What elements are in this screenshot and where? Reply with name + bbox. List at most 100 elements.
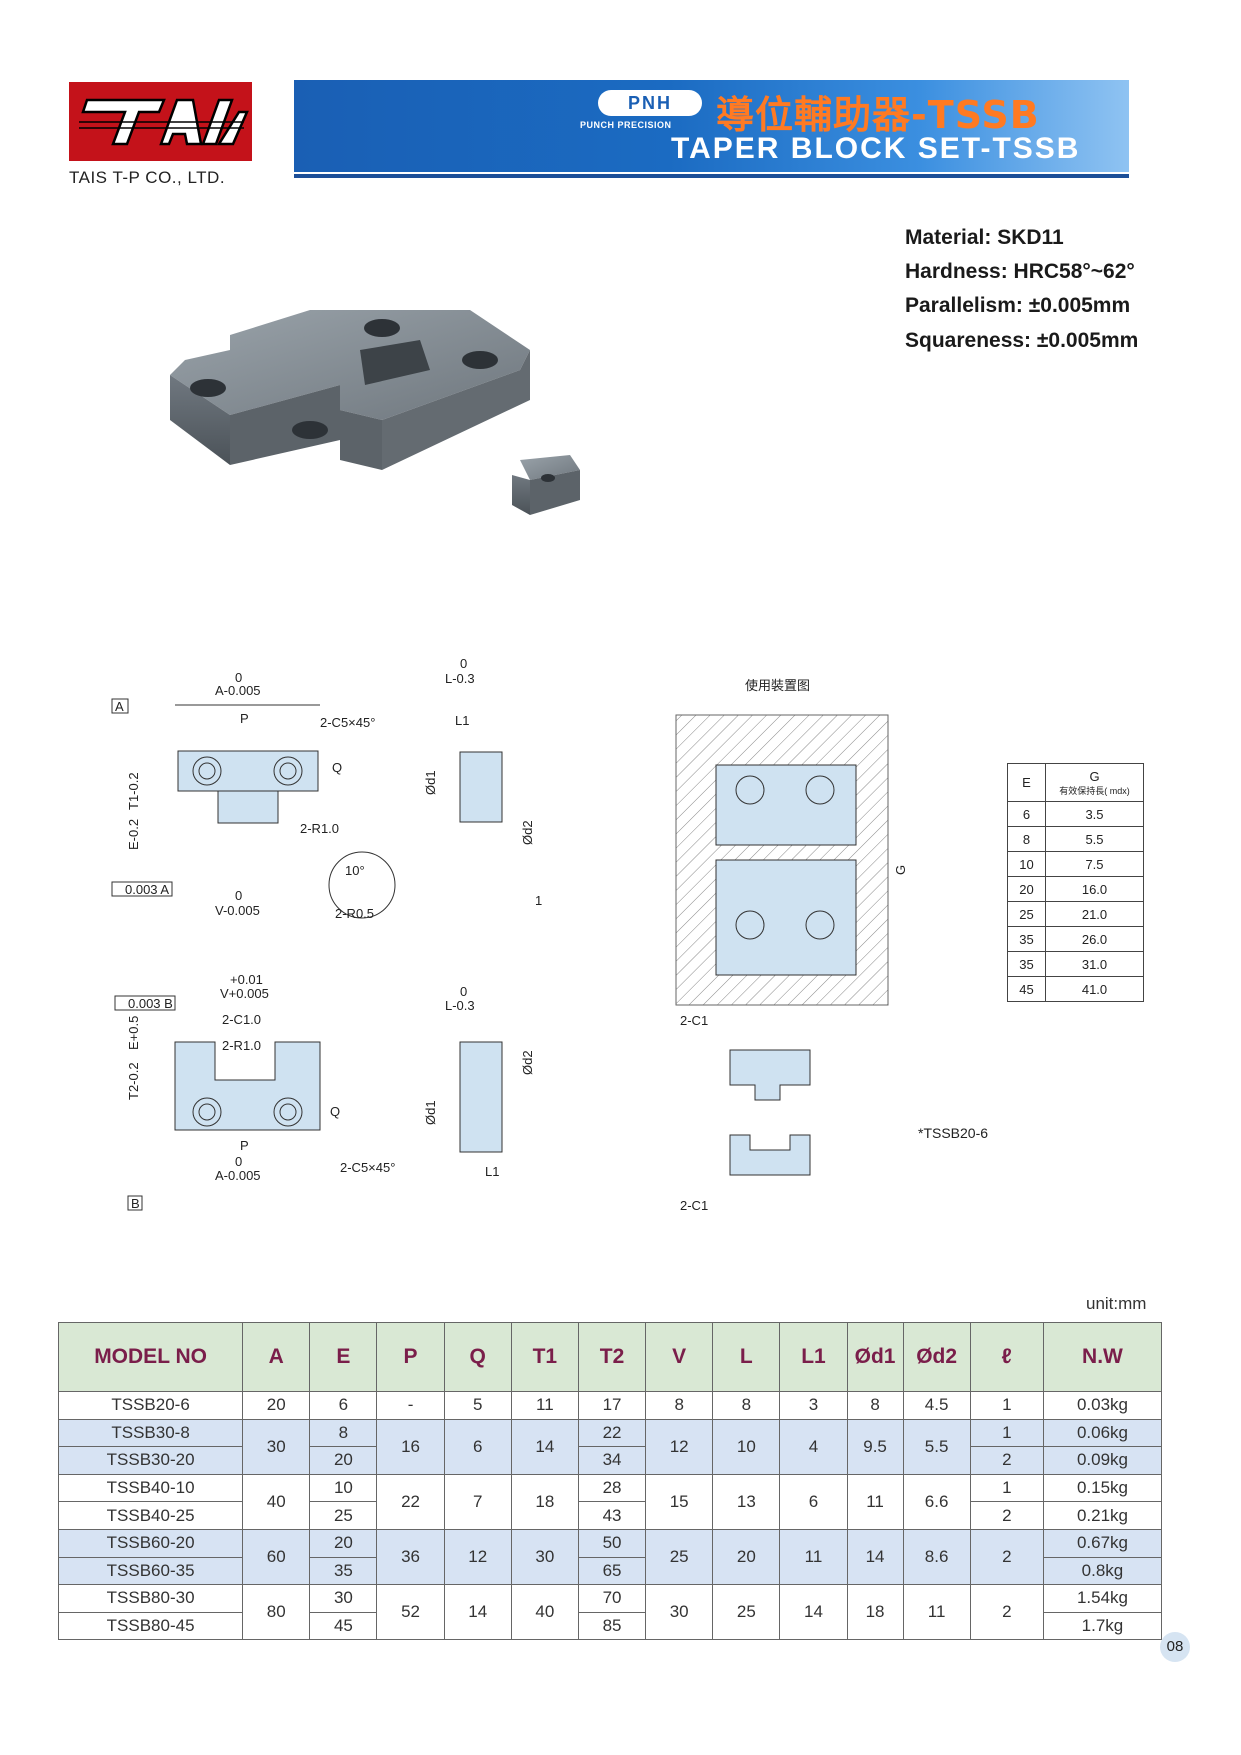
cell-l-script: 1	[969, 1473, 1044, 1503]
dim-plus001: +0.01	[230, 972, 263, 987]
product-photo	[170, 310, 580, 515]
cell-nw: 0.21kg	[1042, 1501, 1163, 1530]
cell-l: 25	[712, 1584, 781, 1641]
cell-v: 12	[645, 1418, 714, 1475]
cell-nw: 0.09kg	[1042, 1446, 1163, 1475]
g-cell: 21.0	[1045, 901, 1144, 927]
cell-nw: 1.7kg	[1042, 1611, 1163, 1641]
tssb20-note: *TSSB20-6	[918, 1125, 989, 1141]
cell-model: TSSB80-30	[57, 1584, 244, 1613]
cell-t1: 14	[510, 1418, 579, 1475]
cell-model: TSSB60-20	[57, 1528, 244, 1558]
e-cell: 6	[1007, 801, 1046, 827]
cell-t1: 30	[510, 1528, 579, 1586]
cell-l1: 11	[779, 1528, 848, 1586]
usage-title: 使用裝置图	[745, 678, 810, 693]
cell-e: 25	[309, 1501, 378, 1530]
e-cell: 35	[1007, 951, 1046, 977]
cell-l: 8	[712, 1391, 781, 1420]
bolt-hole	[364, 319, 400, 337]
cell-l1: 14	[779, 1584, 848, 1641]
e-cell: 10	[1007, 851, 1046, 877]
dim-d2-bottom: Ød2	[520, 1050, 535, 1075]
cell-e: 10	[309, 1473, 378, 1503]
bolt-hole	[462, 351, 498, 369]
cell-p: 52	[376, 1584, 445, 1641]
usage-upper-block	[715, 764, 857, 846]
table-row: TSSB60-20 60 20 36 12 30 50 25 20 11 14 …	[57, 1528, 1163, 1586]
cell-d2: 6.6	[902, 1473, 971, 1530]
g-cell: 5.5	[1045, 826, 1144, 852]
th-e: E	[309, 1322, 378, 1392]
e-cell: 45	[1007, 976, 1046, 1002]
cell-t2: 34	[577, 1446, 647, 1475]
detail-r: 2-R0.5	[335, 906, 374, 921]
dim-t2: T2-0.2	[126, 1062, 141, 1100]
cell-d1: 8	[846, 1391, 904, 1420]
cell-q: 7	[443, 1473, 512, 1530]
th-a: A	[242, 1322, 311, 1392]
cell-d1: 11	[846, 1473, 904, 1530]
th-d2: Ød2	[902, 1322, 971, 1392]
table-row: TSSB40-25 25 43 2 0.21kg	[57, 1501, 1163, 1530]
unit-label: unit:mm	[1086, 1294, 1147, 1313]
cell-l: 10	[712, 1418, 781, 1475]
cell-l: 13	[712, 1473, 781, 1530]
cell-t1: 18	[510, 1473, 579, 1530]
dim-c1: 2-C1.0	[222, 1012, 261, 1027]
cell-model: TSSB80-45	[57, 1611, 244, 1641]
spec-parallelism: Parallelism: ±0.005mm	[905, 294, 1131, 317]
dim-vplus: V+0.005	[220, 986, 269, 1001]
cell-d2: 4.5	[902, 1391, 971, 1420]
dim-d2: Ød2	[520, 820, 535, 845]
table-row: TSSB30-8 30 8 16 6 14 22 12 10 4 9.5 5.5…	[57, 1418, 1163, 1475]
detail-circle	[328, 851, 396, 919]
dim-a-zero-bottom: 0	[235, 1154, 242, 1169]
th-l1: L1	[779, 1322, 848, 1392]
cell-a: 40	[242, 1473, 311, 1530]
cell-t2: 43	[577, 1501, 647, 1530]
title-banner	[294, 80, 1129, 172]
detail-angle: 10°	[345, 863, 365, 878]
dim-r1-bottom: 2-R1.0	[222, 1038, 261, 1053]
table-row: TSSB80-30 80 30 52 14 40 70 30 25 14 18 …	[57, 1584, 1163, 1641]
g-cell: 26.0	[1045, 926, 1144, 952]
tssb-c1-bottom: 2-C1	[680, 1198, 708, 1213]
cell-d1: 9.5	[846, 1418, 904, 1475]
cell-v: 30	[645, 1584, 714, 1641]
spec-material: Material: SKD11	[905, 226, 1064, 249]
dim-r1: 2-R1.0	[300, 821, 339, 836]
cell-a: 60	[242, 1528, 311, 1586]
datum-b: B	[131, 1196, 140, 1211]
dim-d1: Ød1	[423, 770, 438, 795]
flatness-a: 0.003 A	[125, 882, 169, 897]
cell-t2: 22	[577, 1418, 647, 1448]
cell-t2: 85	[577, 1611, 647, 1641]
cell-t2: 17	[577, 1391, 647, 1420]
e-cell: 35	[1007, 926, 1046, 952]
dim-a: A-0.005	[215, 683, 261, 698]
cell-e: 45	[309, 1611, 378, 1641]
cell-p: 36	[376, 1528, 445, 1586]
g-cell: 16.0	[1045, 876, 1144, 902]
dim-l-zero-bottom: 0	[460, 984, 467, 999]
cell-a: 80	[242, 1584, 311, 1641]
th-t2: T2	[577, 1322, 647, 1392]
cell-nw: 0.67kg	[1042, 1528, 1163, 1558]
small-block-front	[530, 470, 580, 515]
cell-l-script: 1	[969, 1418, 1044, 1448]
dim-t1: T1-0.2	[126, 772, 141, 810]
cell-p: 22	[376, 1473, 445, 1530]
th-p: P	[376, 1322, 445, 1392]
cell-q: 5	[443, 1391, 512, 1420]
tais-logo-icon	[79, 98, 249, 146]
cell-t2: 28	[577, 1473, 647, 1503]
datum-a: A	[115, 699, 124, 714]
cell-l-script: 2	[969, 1528, 1044, 1586]
table-header: MODEL NO A E P Q T1 T2 V L L1 Ød1 Ød2 ℓ …	[57, 1322, 1163, 1392]
cell-l1: 6	[779, 1473, 848, 1530]
dim-l1-bottom: L1	[485, 1164, 499, 1179]
small-block-side	[512, 475, 530, 515]
banner-underline	[294, 172, 1129, 178]
cell-v: 15	[645, 1473, 714, 1530]
